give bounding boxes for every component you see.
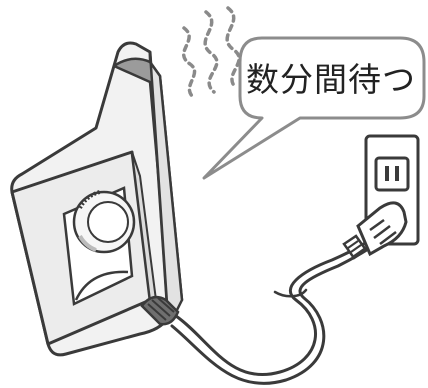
speech-bubble-shape xyxy=(202,36,426,180)
power-plug-icon xyxy=(342,201,408,260)
outlet-slot-right xyxy=(395,166,399,181)
power-cord xyxy=(170,236,378,385)
cord-boot xyxy=(140,295,180,326)
steam-icon xyxy=(182,6,241,100)
speech-bubble: 数分間待つ xyxy=(202,36,426,180)
plug-body xyxy=(356,201,408,257)
temperature-dial-icon xyxy=(72,190,136,254)
outlet-slot-left xyxy=(385,166,389,181)
iron-icon xyxy=(10,41,184,357)
outlet-face xyxy=(374,156,410,192)
bubble-text: 数分間待つ xyxy=(246,60,416,99)
